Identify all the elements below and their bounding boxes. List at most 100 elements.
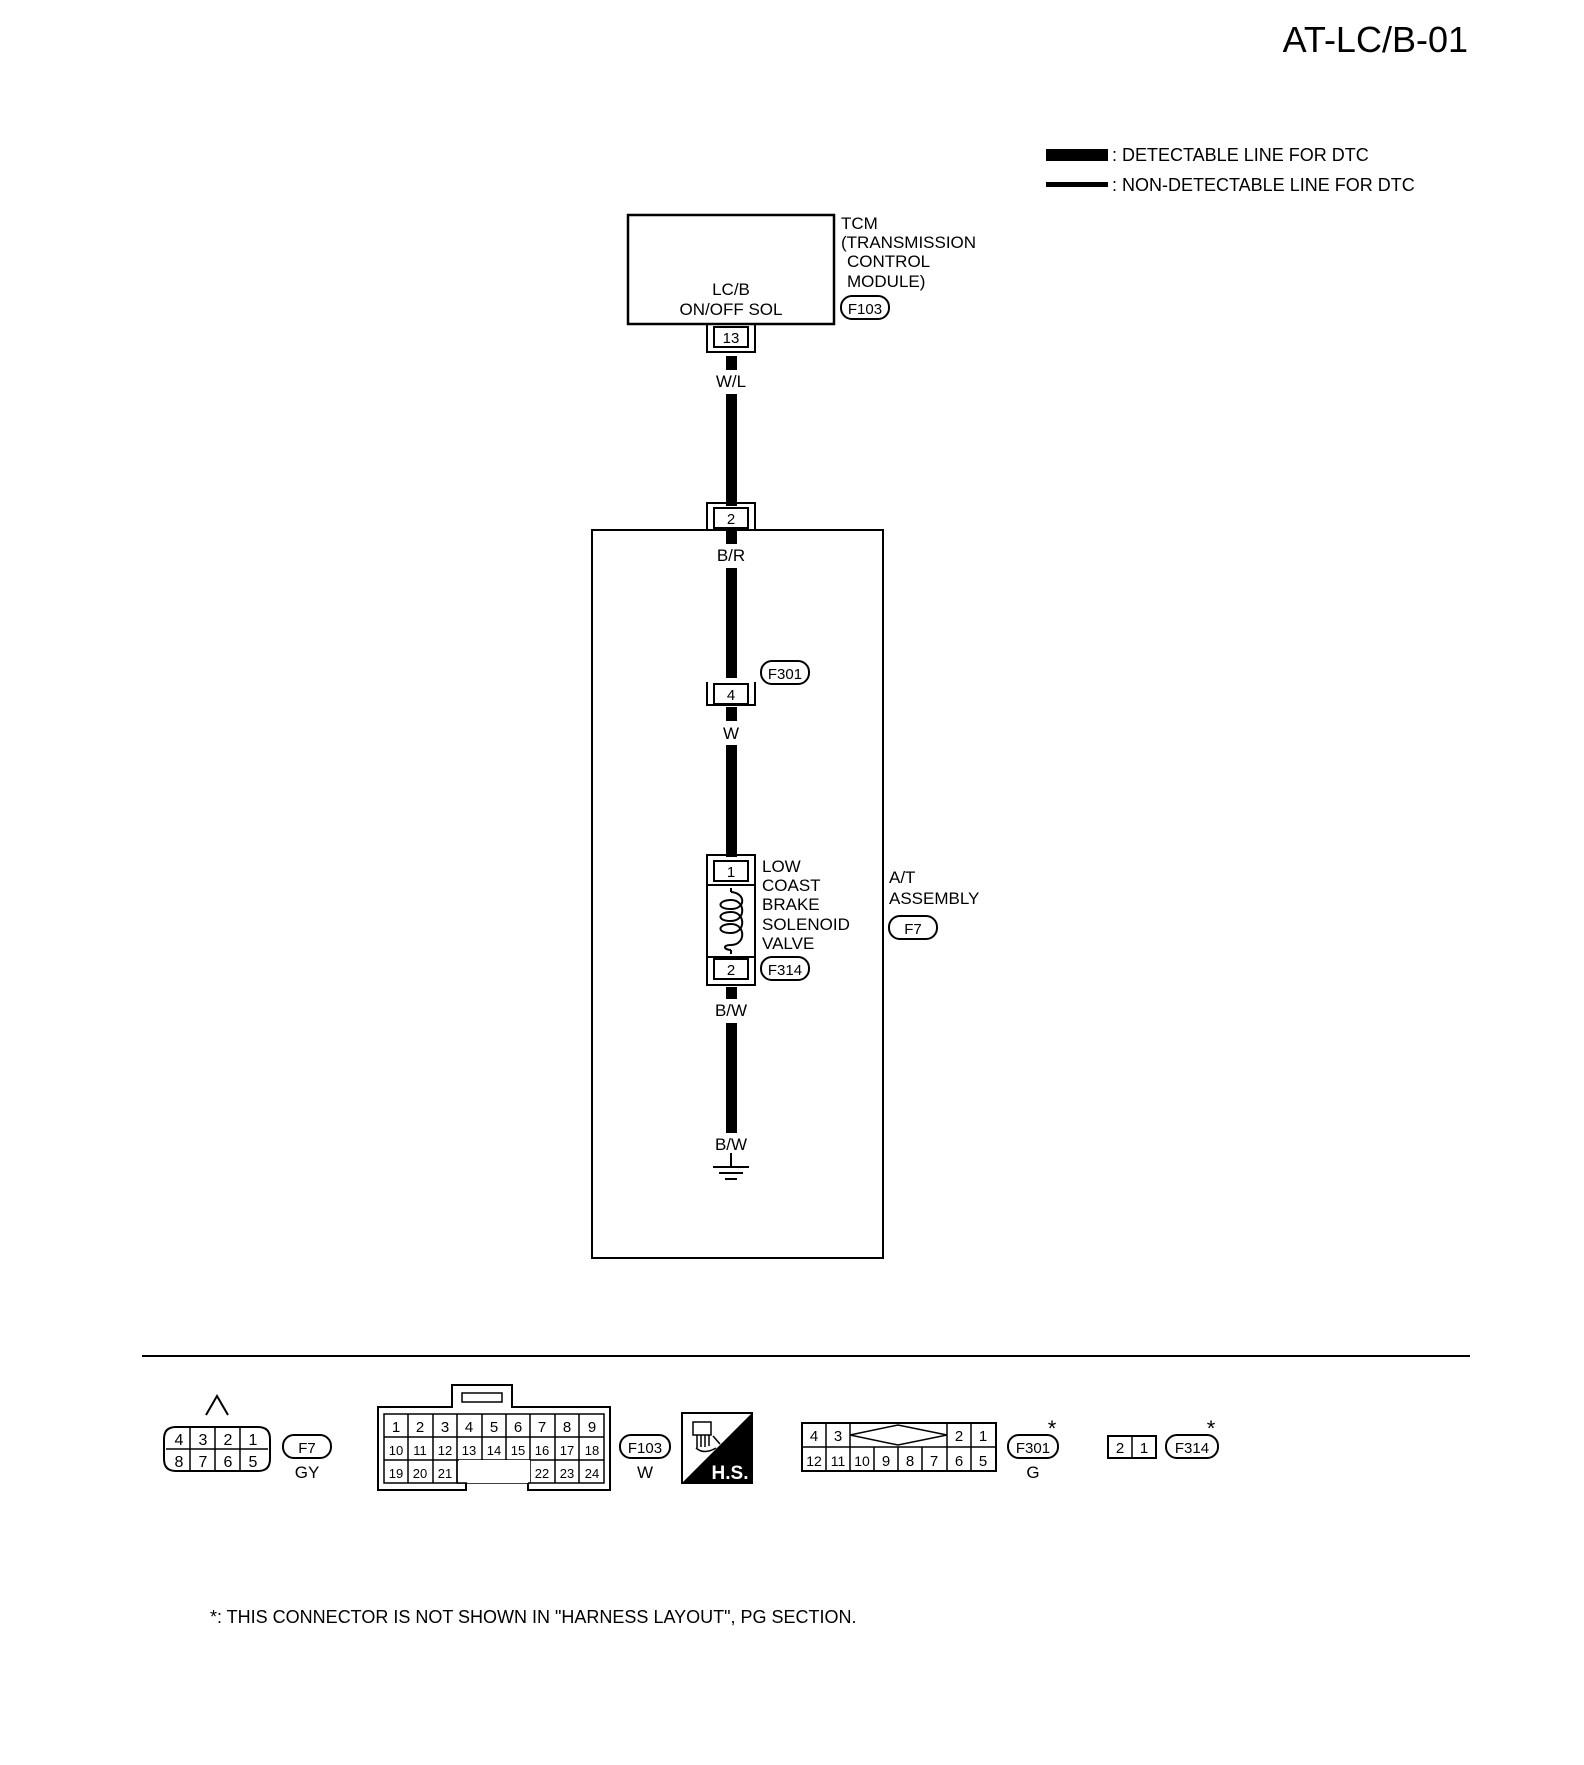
f103-pin: 6	[514, 1419, 522, 1436]
at-assembly-line2: ASSEMBLY	[889, 889, 979, 908]
tcm-connector-label: F103	[848, 301, 882, 318]
tcm-connector-badge	[840, 295, 890, 320]
f301-color: G	[1026, 1463, 1039, 1482]
wire-segment-1b	[726, 394, 737, 506]
f7-pin: 1	[249, 1432, 258, 1449]
connector-hand-icon	[692, 1421, 721, 1453]
f301-pin: 10	[854, 1453, 870, 1469]
footnote: *: THIS CONNECTOR IS NOT SHOWN IN "HARNE…	[210, 1607, 857, 1627]
f103-pin: 10	[389, 1443, 403, 1458]
f103-latch-icon	[461, 1392, 503, 1403]
f314-pin: 1	[1140, 1440, 1148, 1457]
f103-badge	[619, 1434, 671, 1459]
f103-pin: 14	[487, 1443, 501, 1458]
wire-label-bw-1: B/W	[715, 1001, 747, 1020]
f301-pin: 11	[831, 1453, 846, 1469]
wire-segment-3b	[726, 745, 737, 857]
f301-pin: 2	[955, 1428, 963, 1445]
legend-non-detectable: : NON-DETECTABLE LINE FOR DTC	[1112, 175, 1415, 195]
f301-label: F301	[1016, 1440, 1050, 1457]
wire-segment-4a	[726, 987, 737, 999]
f103-pin: 8	[563, 1419, 571, 1436]
wire-label-bw-2: B/W	[715, 1135, 747, 1154]
f314-badge	[1165, 1434, 1219, 1459]
f301-pin-label: 4	[727, 687, 735, 704]
f103-pin: 2	[416, 1419, 424, 1436]
f301-connector-badge	[760, 660, 810, 685]
f301-pin: 6	[955, 1453, 963, 1470]
f7-housing	[163, 1426, 271, 1472]
f103-pin: 9	[588, 1419, 596, 1436]
solenoid-connector-label: F314	[768, 962, 802, 979]
legend-detectable: : DETECTABLE LINE FOR DTC	[1112, 145, 1369, 165]
f301-pin: 7	[930, 1453, 938, 1470]
tcm-box	[626, 213, 836, 326]
wire-segment-2a	[726, 530, 737, 544]
f103-label: F103	[628, 1440, 662, 1457]
f314-star: *	[1207, 1416, 1216, 1441]
wire-segment-2b	[726, 568, 737, 678]
triangle-marker-icon	[205, 1394, 229, 1416]
low-coast-brake-solenoid: 1 2 F314 LOW COAST BRAKE SOLENOID VALVE	[706, 854, 850, 986]
f103-pin: 18	[585, 1443, 599, 1458]
hs-label: H.S.	[712, 1463, 749, 1484]
wire-label-br: B/R	[717, 546, 745, 565]
solenoid-label-line4: SOLENOID	[762, 915, 850, 934]
page-id: AT-LC/B-01	[1283, 19, 1468, 60]
connector-f301: 4 3 2 1 12 11 10 9 8 7 6 5 F301 * G	[801, 1416, 1059, 1482]
at-assembly-line1: A/T	[889, 868, 915, 887]
f103-pin: 22	[535, 1466, 549, 1481]
f103-pin: 15	[511, 1443, 525, 1458]
tcm-inner-line2: ON/OFF SOL	[680, 300, 783, 319]
tcm-name-line1: TCM	[841, 214, 878, 233]
f7-color: GY	[295, 1463, 320, 1482]
solenoid-label-line5: VALVE	[762, 934, 814, 953]
wire-label-wl: W/L	[716, 372, 746, 391]
tcm-name-line4: MODULE)	[847, 272, 925, 291]
f103-pin: 19	[389, 1466, 403, 1481]
wire-segment-1a	[726, 356, 737, 370]
tcm-pin-label: 13	[723, 330, 740, 347]
wire-segment-4b	[726, 1023, 737, 1133]
f7-label: F7	[298, 1440, 316, 1457]
legend-thick-line	[1046, 149, 1108, 161]
solenoid-pin-top-label: 1	[727, 864, 735, 881]
f103-pin: 23	[560, 1466, 574, 1481]
connector-f7: 4 3 2 1 8 7 6 5 F7 GY	[163, 1394, 332, 1482]
at-pin-label: 2	[727, 511, 735, 528]
f301-pin: 3	[834, 1428, 842, 1445]
f301-pin: 4 F301	[706, 660, 810, 706]
f314-pin: 2	[1116, 1440, 1124, 1457]
f103-pin: 17	[560, 1443, 574, 1458]
f301-connector-label: F301	[768, 666, 802, 683]
f103-pin: 4	[465, 1419, 473, 1436]
tcm-name-line2: (TRANSMISSION	[841, 233, 976, 252]
solenoid-pin-bottom-label: 2	[727, 962, 735, 979]
f103-pin: 7	[538, 1419, 546, 1436]
f103-pin: 1	[392, 1419, 400, 1436]
at-assembly-pin: 2	[706, 502, 756, 530]
f301-key-icon	[849, 1424, 948, 1446]
solenoid-connector-badge	[760, 956, 810, 981]
connector-f314: 2 1 F314 *	[1107, 1416, 1219, 1459]
coil-icon	[719, 891, 744, 951]
f7-pin: 7	[199, 1454, 208, 1471]
solenoid-label-line2: COAST	[762, 876, 821, 895]
f103-pin: 11	[413, 1443, 427, 1458]
f7-pin: 5	[249, 1454, 258, 1471]
f103-pin: 12	[438, 1443, 452, 1458]
f301-pin-box	[713, 683, 749, 705]
solenoid-label-line3: BRAKE	[762, 895, 820, 914]
f301-pin: 4	[810, 1428, 818, 1445]
ground-icon	[713, 1153, 749, 1180]
solenoid-pin-bottom-box	[713, 958, 749, 980]
wire-segment-3a	[726, 707, 737, 721]
legend-thin-line	[1046, 182, 1108, 187]
legend: : DETECTABLE LINE FOR DTC : NON-DETECTAB…	[1046, 145, 1415, 195]
at-pin-housing	[706, 502, 756, 530]
f7-pin: 6	[224, 1454, 233, 1471]
f301-pin: 5	[979, 1453, 987, 1470]
f301-star: *	[1048, 1416, 1057, 1441]
solenoid-bottom-housing	[706, 957, 756, 986]
